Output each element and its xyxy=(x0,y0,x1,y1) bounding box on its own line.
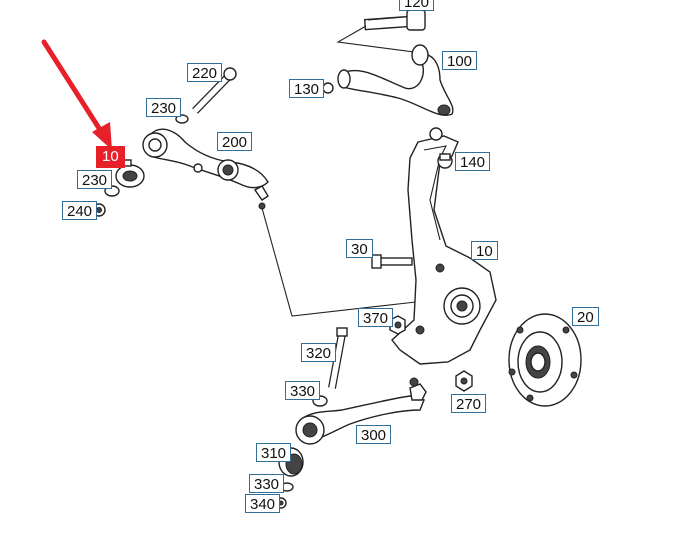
callout-20: 20 xyxy=(572,307,599,326)
nut-130-part xyxy=(322,82,334,94)
bolt-220-part xyxy=(192,67,237,114)
callout-100: 100 xyxy=(442,51,478,70)
callout-220: 220 xyxy=(187,63,223,82)
callout-300: 300 xyxy=(356,425,392,444)
leader-line-200 xyxy=(261,207,417,317)
leader-line-120 xyxy=(336,25,415,58)
callout-270: 270 xyxy=(451,394,487,413)
callout-370: 370 xyxy=(358,308,394,327)
callout-200: 200 xyxy=(217,132,253,151)
hub-20-part xyxy=(508,313,582,407)
callout-340: 340 xyxy=(245,494,281,513)
callout-330a: 330 xyxy=(285,381,321,400)
callout-240: 240 xyxy=(62,201,98,220)
callout-320: 320 xyxy=(301,343,337,362)
callout-140: 140 xyxy=(455,152,491,171)
nut-270-part xyxy=(455,370,473,392)
knuckle-10-part xyxy=(391,127,497,365)
callout-310: 310 xyxy=(256,443,292,462)
bolt-120-part xyxy=(363,9,426,31)
lower-arm-300-part xyxy=(295,377,427,445)
callout-30: 30 xyxy=(346,239,373,258)
callout-130: 130 xyxy=(289,79,325,98)
callout-10: 10 xyxy=(471,241,498,260)
red-arrow-icon xyxy=(41,39,112,150)
bolt-320-part xyxy=(328,327,348,389)
bushing-part xyxy=(115,159,145,188)
bolt-30-part xyxy=(371,254,413,269)
callout-highlighted: 10 xyxy=(96,146,125,168)
upper-arm-100-part xyxy=(322,44,454,116)
nut-370-part xyxy=(389,315,406,335)
strut-200-part xyxy=(142,128,269,210)
callout-230a: 230 xyxy=(146,98,182,117)
callout-330b: 330 xyxy=(249,474,285,493)
callout-120: 120 xyxy=(399,0,435,11)
washer-230-part xyxy=(175,114,189,124)
ball-joint-140-part xyxy=(437,153,453,169)
callout-230b: 230 xyxy=(77,170,113,189)
